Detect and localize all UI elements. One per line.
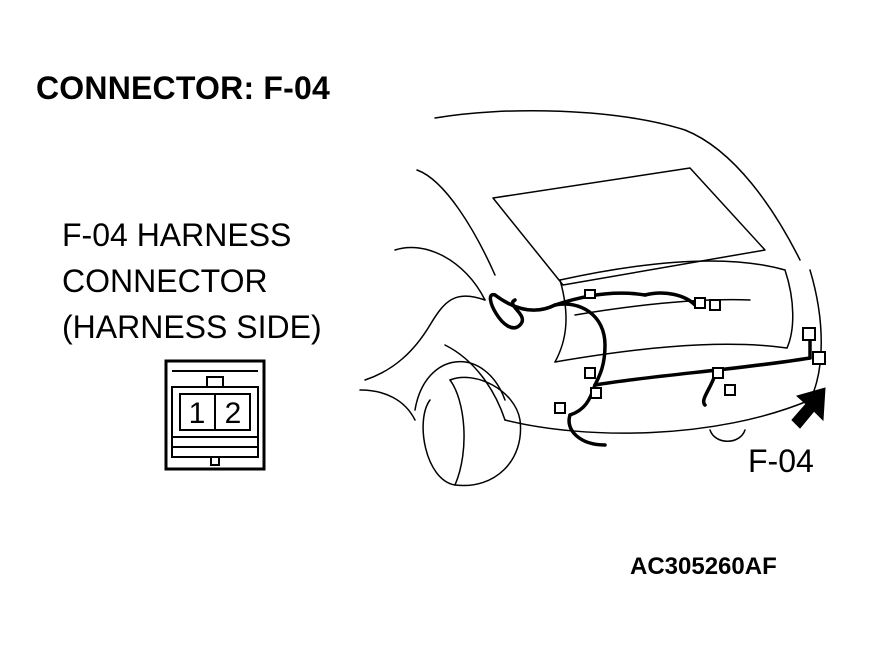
connector-face-icon: 1 2 — [164, 359, 266, 471]
figure-code: AC305260AF — [630, 553, 777, 580]
arrow-pointer-icon — [791, 387, 826, 429]
connector-callout-label: F-04 — [748, 443, 814, 479]
harness-label-line-3: (HARNESS SIDE) — [62, 309, 322, 345]
harness-label-line-2: CONNECTOR — [62, 263, 268, 299]
connector-pin-2: 2 — [225, 397, 242, 430]
harness-connector-label: F-04 HARNESS CONNECTOR (HARNESS SIDE) — [62, 212, 322, 350]
vehicle-rear-illustration — [359, 109, 826, 487]
harness-label-line-1: F-04 HARNESS — [62, 217, 292, 253]
page-title: CONNECTOR: F-04 — [36, 70, 330, 106]
connector-pin-1: 1 — [189, 397, 206, 430]
